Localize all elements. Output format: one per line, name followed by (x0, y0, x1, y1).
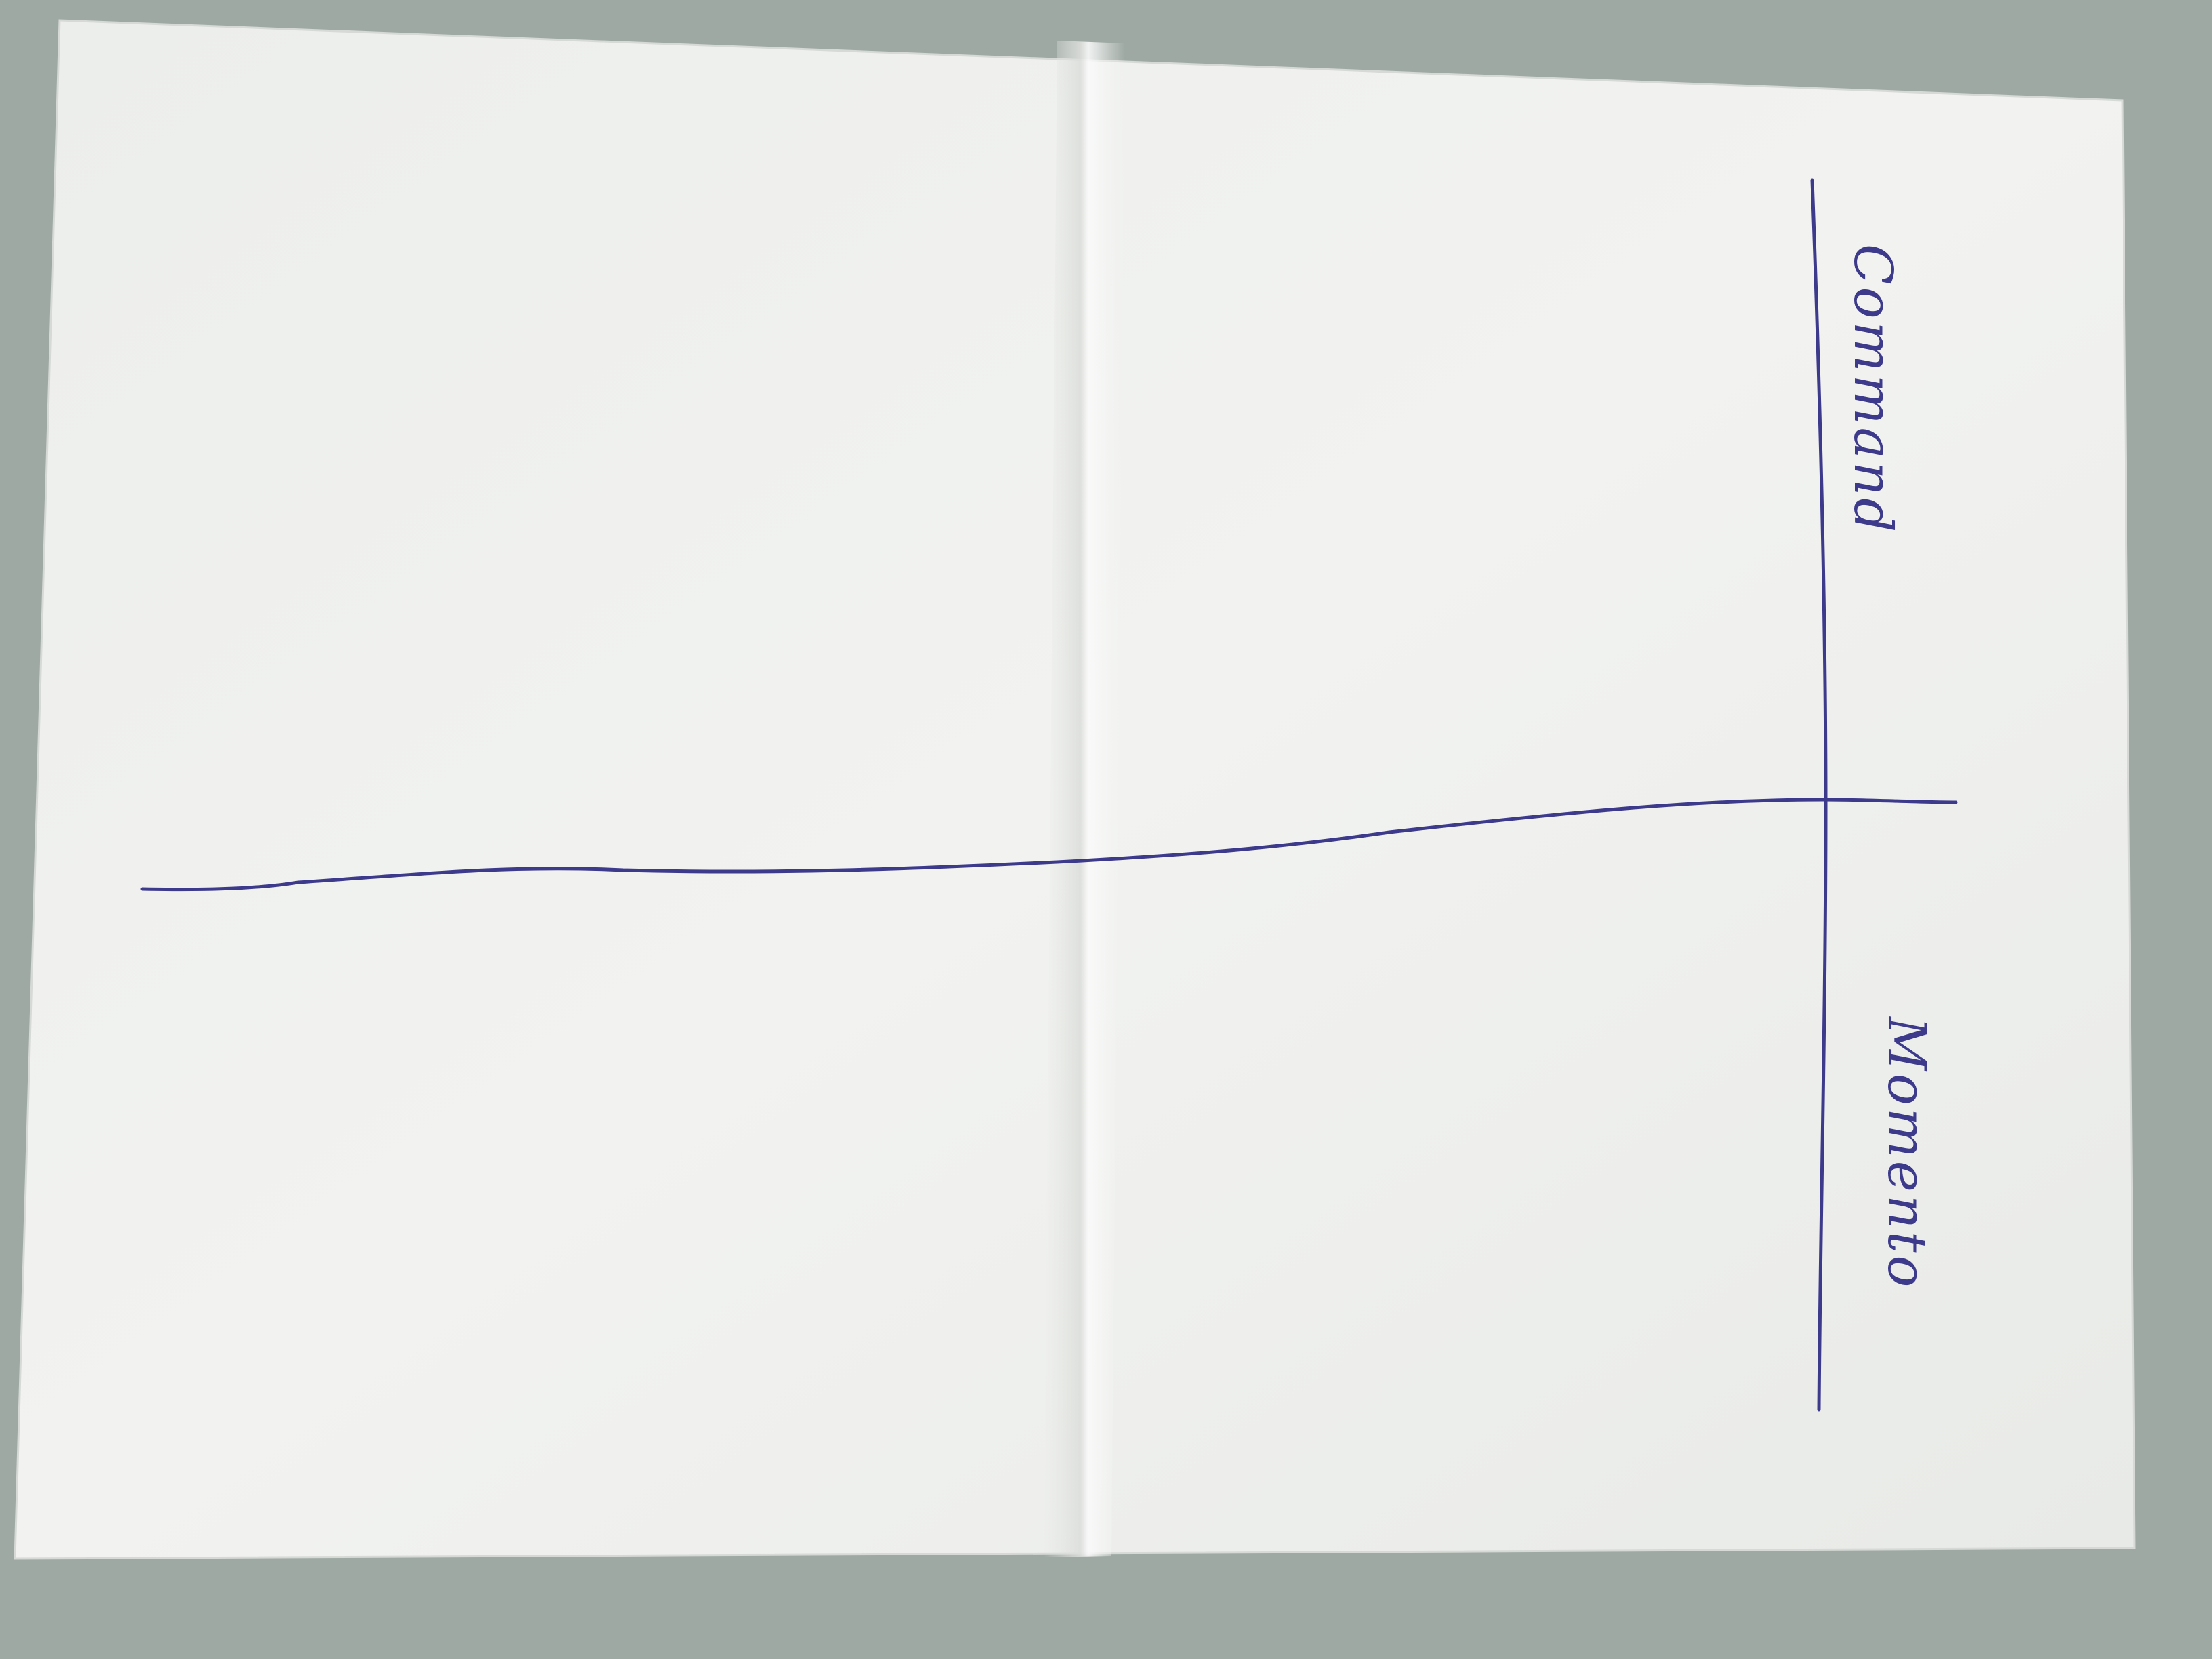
horizontal-line (140, 798, 1958, 892)
label-momento: Momento (1876, 1017, 1937, 1290)
paper-fold (1044, 41, 1125, 1557)
label-command: Command (1842, 244, 1903, 535)
vertical-line (1810, 178, 1828, 1412)
